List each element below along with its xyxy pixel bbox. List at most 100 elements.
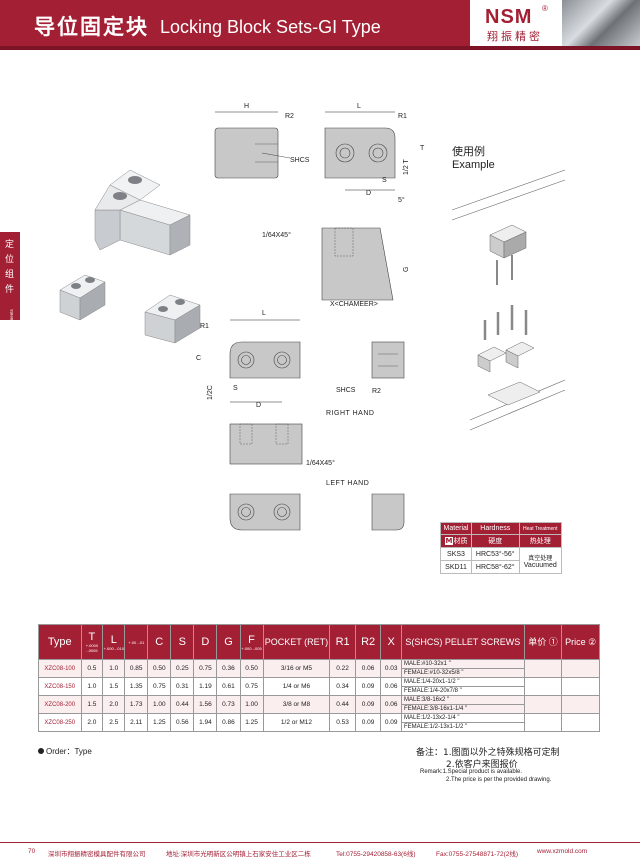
cell-price2	[561, 713, 600, 732]
cell-R1: 0.53	[329, 713, 356, 732]
page-footer: 70 深圳市翔振精密模具配件有限公司 地址:深圳市光明新区公明镇上石家安住工业区…	[0, 842, 640, 865]
logo-registered-mark: ®	[542, 4, 548, 13]
header-F-tol: +.000 -.005	[241, 645, 262, 651]
hardness-header-cn: 硬度	[471, 534, 520, 548]
dim-G: G	[403, 267, 410, 272]
header-C: C	[147, 624, 172, 660]
material-header-cn-text: 材质	[453, 537, 468, 545]
label-shcs2: SHCS	[336, 387, 356, 394]
cell-L: 2.5	[102, 713, 126, 732]
cell-R2: 0.06	[354, 659, 382, 678]
cell-G: 0.73	[216, 695, 241, 714]
cell-C: 1.00	[147, 695, 172, 714]
cell-price2	[561, 677, 600, 696]
cell-price1	[523, 695, 563, 714]
cell-price2	[561, 659, 600, 678]
cell-T: 1.0	[80, 677, 104, 696]
cell-type: XZC08-150	[38, 677, 82, 696]
dim-S2: S	[233, 385, 238, 392]
cell-T: 1.5	[80, 695, 104, 714]
header-price1: 单价 ①	[523, 624, 563, 660]
cell-type: XZC08-250	[38, 713, 82, 732]
header-L: L+.000 -.010	[102, 624, 126, 660]
table-row: XZC08-100 0.5 1.0 0.85 0.50 0.25 0.75 0.…	[38, 659, 600, 678]
cell-female-screw: FEMALE:1/4-20x7/8 "	[400, 686, 525, 696]
cell-D: 1.19	[193, 677, 218, 696]
cell-type: XZC08-200	[38, 695, 82, 714]
treatment-header: Heat Treatment	[518, 522, 563, 535]
header-R1: R1	[329, 624, 356, 660]
dim-L2: L	[262, 310, 266, 317]
treatment-cn: 真空处理	[528, 554, 553, 562]
dim-half-T: 1/2 T	[403, 158, 410, 175]
brand-logo: NSM	[485, 6, 533, 28]
drawing-top-l-view: L R1 1/2 T T D S	[324, 103, 425, 197]
cell-pocket: 3/16 or M5	[262, 659, 331, 678]
cell-C: 1.25	[147, 713, 172, 732]
material-treatment: 真空处理 Vacuumed	[518, 547, 563, 574]
table-row: XZC08-150 1.0 1.5 1.35 0.75 0.31 1.19 0.…	[38, 677, 600, 696]
dim-S: S	[382, 177, 387, 184]
cell-male-screw: MALE:#10-32x1 "	[400, 659, 525, 669]
cell-price2	[561, 695, 600, 714]
header-G: G	[216, 624, 241, 660]
footer-fax: Fax:0755-27548871-72(2线)	[436, 851, 519, 858]
brand-name-cn: 翔振精密	[487, 30, 543, 43]
dim-chamfer: 1/64X45°	[262, 231, 291, 239]
page-title-cn: 导位固定块	[34, 15, 149, 39]
treatment-header-cn: 热处理	[518, 534, 563, 548]
footer-website[interactable]: www.xzmold.com	[537, 848, 588, 855]
dim-D: D	[366, 190, 371, 197]
remark-cn-1: 备注：1.图面以外之特殊规格可定制	[416, 748, 560, 758]
cell-price1	[523, 659, 563, 678]
side-category-en-svg: Positioning Components	[9, 308, 14, 358]
product-render	[59, 169, 201, 344]
cell-male-screw: MALE:3/8-16x2 "	[400, 695, 525, 705]
cell-X: 0.06	[380, 677, 402, 696]
dim-R2b: R2	[372, 388, 381, 395]
header-blank-tol: +.00 -.01	[128, 639, 145, 645]
left-hand-label: LEFT HAND	[326, 480, 370, 487]
header-blank: +.00 -.01	[124, 624, 149, 660]
cell-female-screw: FEMALE:3/8-16x1-1/4 "	[400, 704, 525, 714]
material-table: Material Hardness Heat Treatment M材质 硬度 …	[439, 522, 563, 574]
material-hardness: HRC58°-62°	[471, 560, 520, 574]
cell-C: 0.50	[147, 659, 172, 678]
material-row: SKS3 HRC53°-56° 真空处理 Vacuumed	[439, 547, 563, 574]
cell-X: 0.03	[380, 659, 402, 678]
cell-L: 1.0	[102, 659, 126, 678]
footer-address: 地址:深圳市光明新区公明镇上石家安住工业区二栋	[166, 851, 311, 858]
cell-D: 1.94	[193, 713, 218, 732]
header-D: D	[193, 624, 218, 660]
footer-tel: Tel:0755-29420858-63(6线)	[336, 851, 416, 858]
dim-C: C	[196, 355, 201, 362]
cell-female-screw: FEMALE:#10-32x5/8 "	[400, 668, 525, 678]
spec-table: Type T+.0000 -.0005 L+.000 -.010 +.00 -.…	[38, 624, 600, 732]
cell-T: 0.5	[80, 659, 104, 678]
example-label-en: Example	[452, 159, 495, 171]
order-info: Order：Type	[38, 746, 92, 757]
cell-S: 0.44	[170, 695, 195, 714]
cell-C: 0.75	[147, 677, 172, 696]
cell-S: 0.56	[170, 713, 195, 732]
cell-G: 0.36	[216, 659, 241, 678]
cell-male-screw: MALE:1/2-13x2-1/4 "	[400, 713, 525, 723]
right-hand-label: RIGHT HAND	[326, 410, 375, 417]
label-chameer: X<CHAMEER>	[330, 301, 378, 308]
header-R2: R2	[354, 624, 382, 660]
remark-en-1: Remark:1.Special product is available.	[420, 769, 523, 775]
page-number: 70	[28, 848, 36, 855]
cell-c3: 1.35	[124, 677, 149, 696]
header-S: S	[170, 624, 195, 660]
cell-R1: 0.22	[329, 659, 356, 678]
header-price2: Price ②	[561, 624, 600, 660]
dim-half-C: 1/2C	[207, 385, 214, 400]
dim-R1: R1	[398, 113, 407, 120]
cell-R1: 0.44	[329, 695, 356, 714]
table-row-sub: FEMALE:1/2-13x1-1/2 "	[39, 722, 600, 732]
remark-cn-2: 2.依客户来图报价	[446, 760, 518, 770]
material-name: SKD11	[439, 560, 473, 574]
side-category-cn: 定位组件	[5, 240, 15, 295]
table-row: XZC08-250 2.0 2.5 2.11 1.25 0.56 1.94 0.…	[38, 713, 600, 732]
cell-F: 1.25	[239, 713, 264, 732]
